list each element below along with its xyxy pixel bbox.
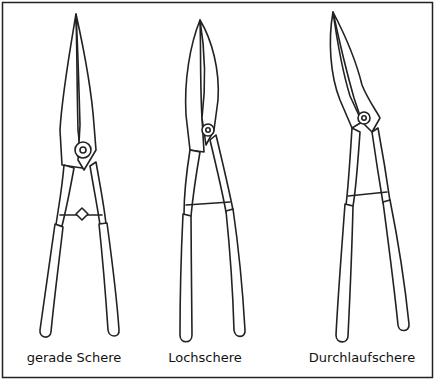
tool-label: Lochschere xyxy=(168,350,242,365)
tool-label: Durchlaufschere xyxy=(309,350,415,365)
tool-label: gerade Schere xyxy=(27,350,122,365)
hole-shears xyxy=(180,20,245,342)
pass-through-shears xyxy=(330,12,409,342)
frame-border xyxy=(3,3,433,378)
straight-shears xyxy=(40,14,119,337)
